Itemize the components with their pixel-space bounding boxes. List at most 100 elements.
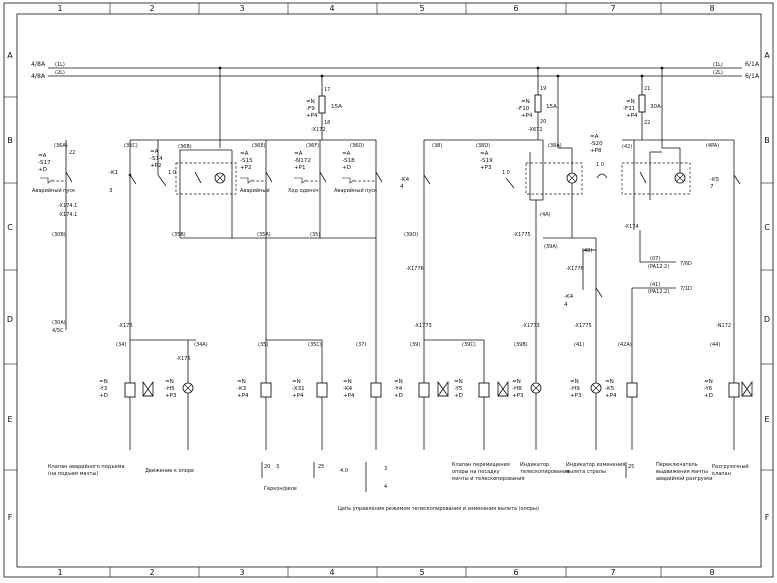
svg-text:3: 3 bbox=[276, 464, 279, 470]
svg-text:30A: 30A bbox=[650, 104, 661, 110]
svg-text:-K4: -K4 bbox=[343, 386, 353, 392]
col-2-bottom: 2 bbox=[149, 568, 154, 577]
valve-y4: =N -Y4 +D bbox=[394, 340, 449, 450]
svg-text:=N: =N bbox=[512, 379, 521, 385]
svg-text:20: 20 bbox=[540, 119, 546, 125]
svg-text:15A: 15A bbox=[331, 104, 342, 110]
col-3: 3 bbox=[239, 4, 244, 13]
svg-text:-S18: -S18 bbox=[342, 158, 355, 164]
fuse-f11: =N -F11 +P4 30A 21 22 bbox=[623, 74, 661, 140]
row-d: D bbox=[7, 315, 13, 324]
svg-text:-K5: -K5 bbox=[605, 386, 615, 392]
svg-text:Переключатель: Переключатель bbox=[656, 462, 698, 468]
svg-text:(34): (34) bbox=[116, 342, 126, 348]
svg-text:-X174.1: -X174.1 bbox=[58, 212, 77, 218]
switch-s17: (36A) =A -S17 +D 22 Аварийный пуск -X174… bbox=[32, 140, 77, 334]
svg-text:телескопирования: телескопирования bbox=[520, 469, 569, 475]
svg-text:(37): (37) bbox=[356, 342, 366, 348]
svg-text:(на подъем мачты): (на подъем мачты) bbox=[48, 471, 98, 477]
svg-text:1 0: 1 0 bbox=[596, 162, 604, 168]
svg-text:22: 22 bbox=[69, 150, 75, 156]
svg-text:+P4: +P4 bbox=[237, 393, 249, 399]
svg-text:(39A): (39A) bbox=[544, 244, 558, 250]
svg-text:+P3: +P3 bbox=[570, 393, 582, 399]
svg-text:-H5: -H5 bbox=[165, 386, 175, 392]
load-captions: Клапан аварийного подъема (на подъем мач… bbox=[48, 462, 749, 492]
column-labels: 1 2 3 4 5 6 7 8 1 2 3 4 5 6 7 8 bbox=[57, 4, 714, 577]
svg-text:=N: =N bbox=[394, 379, 403, 385]
svg-text:опоры на посадку: опоры на посадку bbox=[452, 469, 500, 475]
svg-text:-X1775: -X1775 bbox=[513, 232, 531, 238]
svg-text:+P4: +P4 bbox=[292, 393, 304, 399]
svg-text:-H8: -H8 bbox=[512, 386, 522, 392]
svg-text:1 0: 1 0 bbox=[168, 170, 176, 176]
svg-text:(30B): (30B) bbox=[52, 232, 66, 238]
col-5: 5 bbox=[419, 4, 424, 13]
svg-text:+D: +D bbox=[342, 165, 351, 171]
svg-text:25: 25 bbox=[318, 464, 324, 470]
col-6-bottom: 6 bbox=[513, 568, 518, 577]
svg-text:=A: =A bbox=[240, 151, 249, 157]
col-4-bottom: 4 bbox=[329, 568, 334, 577]
svg-text:=A: =A bbox=[294, 151, 303, 157]
col-3-bottom: 3 bbox=[239, 568, 244, 577]
svg-text:=N: =N bbox=[626, 99, 635, 105]
svg-text:(36C): (36C) bbox=[124, 143, 138, 149]
bus-left-bot-ref: 4/8A bbox=[31, 73, 46, 80]
svg-text:-K1: -K1 bbox=[109, 170, 119, 176]
svg-text:=A: =A bbox=[480, 151, 489, 157]
svg-text:(30A): (30A) bbox=[52, 320, 66, 326]
svg-text:+P4: +P4 bbox=[626, 113, 638, 119]
switch-n172: (36F) =A -N172 +P1 Ход одиноч (35) bbox=[288, 140, 327, 238]
relay-k3: =N -K3 +P4 bbox=[237, 340, 272, 450]
svg-text:(34A): (34A) bbox=[194, 342, 208, 348]
svg-text:Клапан аварийного подъема: Клапан аварийного подъема bbox=[48, 463, 125, 470]
svg-text:(39): (39) bbox=[410, 342, 420, 348]
svg-text:7/6D: 7/6D bbox=[680, 261, 692, 267]
svg-text:-Y4: -Y4 bbox=[394, 386, 403, 392]
svg-text:-K4: -K4 bbox=[564, 294, 574, 300]
svg-text:=A: =A bbox=[38, 153, 47, 159]
relay-contact-k4-b: (40) -X1776 -K4 4 -X1775 bbox=[564, 238, 603, 340]
svg-text:+P2: +P2 bbox=[150, 163, 162, 169]
relay-block-left: (36B) (35B) bbox=[172, 144, 376, 239]
svg-text:-X1776: -X1776 bbox=[566, 266, 584, 272]
svg-text:25: 25 bbox=[628, 464, 634, 470]
lamp-h9: =N -H9 +P3 bbox=[570, 340, 602, 450]
svg-text:(35C): (35C) bbox=[308, 342, 322, 348]
svg-text:-S14: -S14 bbox=[150, 156, 163, 162]
row-e-right: E bbox=[764, 415, 769, 424]
svg-text:15A: 15A bbox=[546, 104, 557, 110]
row-d-right: D bbox=[764, 315, 770, 324]
svg-text:3: 3 bbox=[109, 188, 113, 194]
svg-text:=N: =N bbox=[99, 379, 108, 385]
svg-text:Аварийный пуск: Аварийный пуск bbox=[32, 187, 75, 194]
svg-text:20: 20 bbox=[264, 464, 270, 470]
row-a: A bbox=[7, 51, 13, 60]
bus-1l-label-right: (1L) bbox=[713, 62, 723, 68]
svg-text:+D: +D bbox=[394, 393, 403, 399]
valve-y5: =N -Y5 +D bbox=[454, 340, 509, 450]
svg-text:-X1773: -X1773 bbox=[414, 323, 432, 329]
switch-s18: (36D) =A -S18 +D Аварийный пуск bbox=[334, 140, 383, 340]
svg-text:клапан: клапан bbox=[712, 471, 731, 477]
selector-s20: =A -S20 +P8 1 0 (42) -X174 (07) (PA12.2)… bbox=[590, 134, 692, 340]
svg-text:7: 7 bbox=[710, 184, 714, 190]
svg-text:=N: =N bbox=[306, 99, 315, 105]
svg-text:Индикатор изменения: Индикатор изменения bbox=[566, 462, 625, 468]
svg-text:Аварийный: Аварийный bbox=[240, 187, 270, 194]
svg-text:=N: =N bbox=[570, 379, 579, 385]
svg-text:(39B): (39B) bbox=[514, 342, 528, 348]
valve-y3: =N -Y3 +D bbox=[99, 340, 154, 450]
svg-text:=N: =N bbox=[165, 379, 174, 385]
relay-contact-k4: -K4 4 (38) (39D) -X1776 -X1773 bbox=[400, 139, 442, 340]
svg-text:(38D): (38D) bbox=[476, 143, 490, 149]
svg-text:-S17: -S17 bbox=[38, 160, 51, 166]
svg-text:-Y6: -Y6 bbox=[704, 386, 713, 392]
fuse-f10: =N -F10 +P4 15A 19 20 -X672 bbox=[517, 66, 557, 140]
svg-text:+P8: +P8 bbox=[590, 148, 602, 154]
svg-text:мачты и телескопирования: мачты и телескопирования bbox=[452, 476, 524, 482]
col-7-bottom: 7 bbox=[610, 568, 615, 577]
svg-text:+P4: +P4 bbox=[306, 113, 318, 119]
